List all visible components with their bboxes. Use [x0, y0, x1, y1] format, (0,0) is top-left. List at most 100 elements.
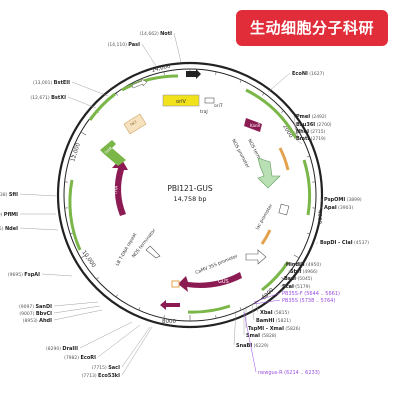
site-leader-line	[251, 303, 255, 321]
site-label: SmaI (5828)	[246, 333, 277, 339]
site-leader-line	[71, 81, 109, 97]
feature-arc-top-left-2	[88, 92, 116, 121]
site-label: (7715) SacI	[92, 365, 120, 371]
site-label: HindIII (4950)	[286, 262, 321, 268]
site-leader-line	[141, 43, 157, 67]
ruler-tick	[281, 277, 284, 280]
feature-traj-label: traJ	[200, 109, 208, 115]
ruler-tick	[138, 307, 141, 311]
feature-trfa	[112, 158, 128, 216]
plasmid-size: 14,758 bp	[173, 195, 206, 203]
ruler-tick	[239, 307, 242, 311]
feature-arc-bottom	[187, 304, 231, 314]
feature-trfa-label: trfA	[113, 184, 120, 194]
ruler-label-4000: 4000	[316, 210, 322, 224]
feature-tetr	[100, 140, 126, 166]
primer-leader-line	[253, 292, 281, 303]
feature-orange-arc-2	[260, 229, 272, 245]
feature-arc-left	[68, 179, 82, 251]
site-label: (10,709) PflMI	[0, 212, 18, 218]
site-label: (12,671) BstXI	[30, 95, 66, 101]
site-label: NheI (2715)	[296, 129, 326, 135]
feature-top-dark-arrow	[186, 69, 201, 79]
site-label: PspOMI (3899)	[324, 197, 362, 203]
ruler-tick	[215, 71, 217, 75]
feature-orit-label: oriT	[214, 103, 223, 109]
feature-arc-right	[302, 159, 312, 216]
site-leader-line	[267, 72, 291, 93]
feature-gus	[178, 272, 242, 292]
site-label: Bsu36I (2700)	[296, 122, 332, 128]
site-leader-line	[79, 321, 133, 349]
site-leader-lines	[19, 32, 323, 376]
feature-kanr	[244, 118, 262, 132]
site-label: (11,038) SfiI	[0, 192, 18, 198]
ruler-tick	[215, 315, 217, 319]
feature-white-arrow	[245, 249, 267, 265]
feature-lacl-label: lacI	[129, 119, 138, 127]
site-label: (7713) Eco53kI	[82, 373, 121, 379]
ruler-tick	[70, 155, 74, 158]
feature-oriv	[162, 94, 200, 107]
site-label: SbfI (4966)	[290, 269, 318, 275]
site-label: (13,001) BstEII	[33, 80, 70, 86]
site-label: ApaI (3903)	[324, 205, 353, 211]
site-label: (9695) FspAI	[8, 272, 40, 278]
site-label: (14,110) PasI	[108, 42, 141, 48]
site-leader-line	[293, 130, 301, 141]
watermark-badge: 生动细胞分子科研	[236, 10, 388, 46]
site-leader-line	[19, 227, 59, 231]
ruler-tick	[306, 155, 310, 158]
backbone-outer-ring	[56, 61, 324, 329]
site-label: (8953) AhdI	[23, 318, 52, 324]
site-leader-line	[293, 137, 303, 145]
site-leader-line	[97, 324, 141, 358]
feature-kanr-label: KanR	[250, 123, 261, 128]
site-leader-line	[41, 273, 73, 277]
feature-arc-top-left	[121, 74, 179, 92]
site-leader-line	[315, 241, 319, 245]
primer-leader-line	[253, 299, 281, 305]
site-leader-line	[53, 305, 101, 314]
site-label: BamHI (5821)	[256, 318, 291, 324]
primer-label: PB35S (5738 .. 5764)	[282, 298, 335, 304]
ruler-label-14000: 14,000	[151, 63, 172, 74]
ruler-tick	[163, 71, 165, 75]
site-labels: (14,662) NotI(14,110) PasI(13,001) BstEI…	[0, 31, 369, 379]
site-label: (9097) SanDI	[19, 304, 52, 310]
feature-tetr-label: tetR	[103, 145, 113, 154]
site-label: (10,475) NdeI	[0, 226, 18, 232]
ruler-tick	[115, 294, 118, 298]
ruler-tick	[163, 315, 165, 319]
site-label: PmeI (2492)	[296, 114, 327, 120]
plasmid-name: PBI121-GUS	[167, 184, 212, 193]
ruler-tick	[239, 79, 242, 83]
site-label: BsaI (5045)	[284, 276, 313, 282]
ruler-tick	[293, 254, 300, 259]
ruler-tick	[306, 232, 310, 235]
site-leader-line	[293, 123, 299, 137]
feature-arc-bottom-right	[261, 261, 290, 292]
ruler-tick	[80, 254, 87, 259]
site-label: (9007) BbvCI	[19, 311, 52, 317]
ruler-tick	[262, 294, 265, 298]
feature-lacl	[123, 113, 147, 135]
feature-lac-box	[278, 203, 290, 216]
site-leader-line	[53, 309, 103, 321]
site-label: XbaI (5815)	[260, 310, 289, 316]
primer-leader-line	[243, 311, 257, 373]
feature-lac-label: lac promoter	[255, 203, 275, 231]
site-label: (7982) EcoRI	[64, 355, 96, 361]
primer-labels: PB35S-F (5644 .. 5661)PB35S (5738 .. 576…	[243, 291, 340, 376]
lb-repeat-label: LB T-DNA repeat	[115, 232, 139, 267]
feature-bottom-purple-arrow	[160, 300, 180, 310]
feature-orange-small	[171, 280, 180, 288]
site-leader-line	[233, 309, 237, 346]
feature-arc-top-right	[245, 88, 298, 139]
ruler-tick	[96, 277, 99, 280]
ruler-tick	[262, 92, 265, 96]
site-leader-line	[173, 32, 182, 63]
site-leader-line	[19, 193, 57, 197]
ruler-label-12000: 12,000	[70, 142, 82, 163]
site-leader-line	[287, 269, 303, 272]
